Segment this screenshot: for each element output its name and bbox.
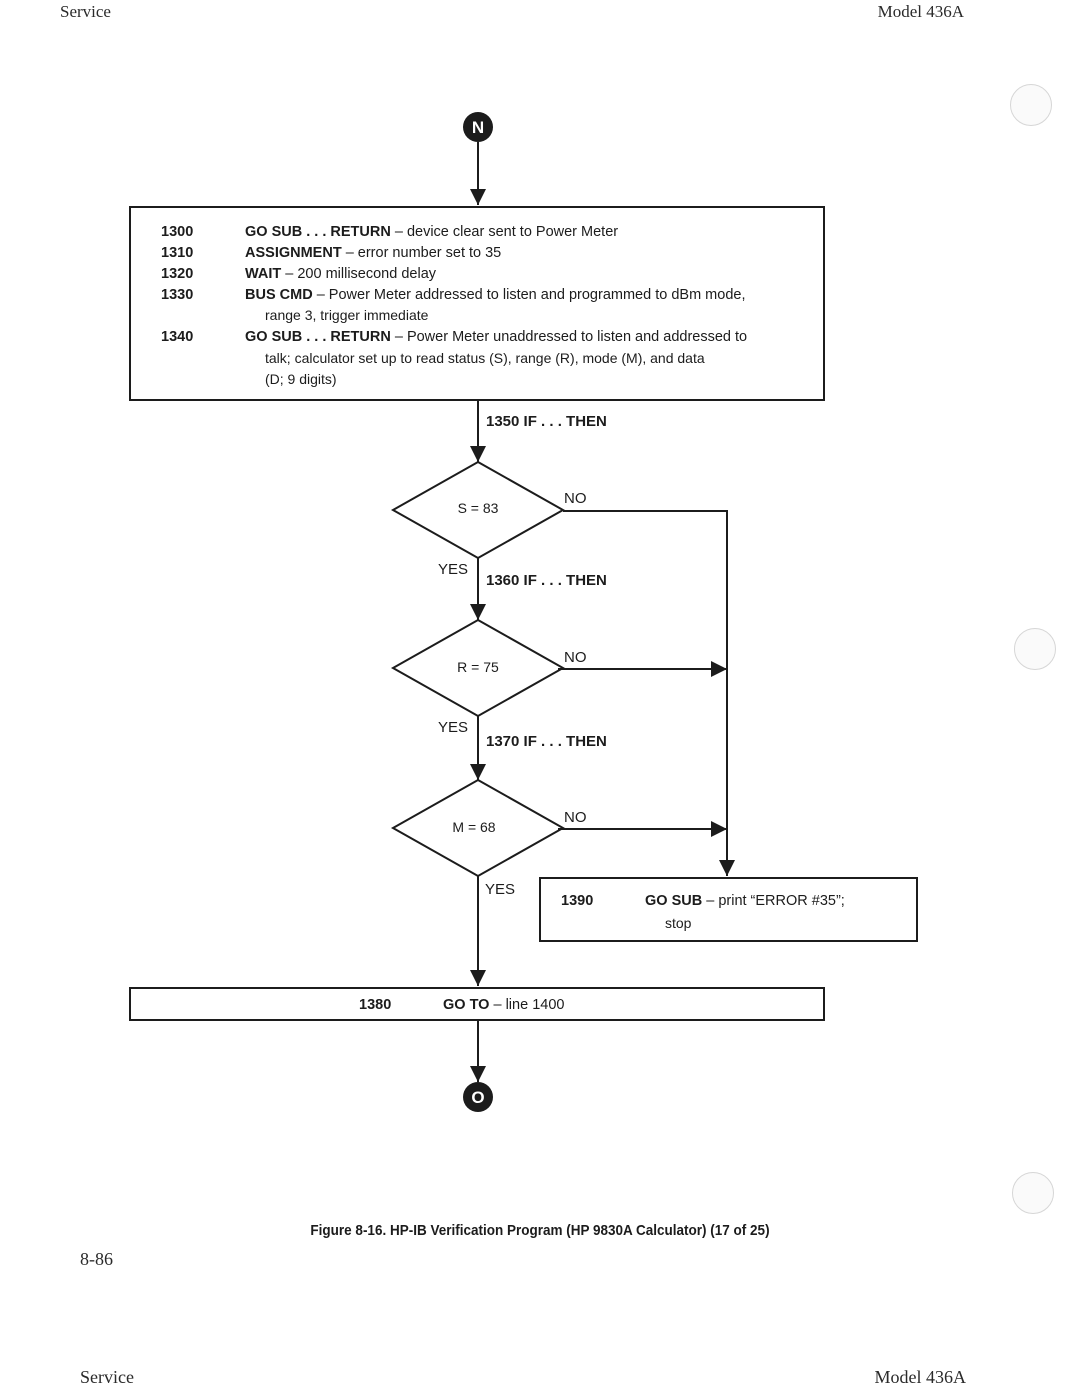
punch-hole <box>1010 84 1052 126</box>
main-process-box: 1300 GO SUB . . . RETURN – device clear … <box>129 206 825 401</box>
keyword: ASSIGNMENT <box>245 245 342 261</box>
keyword: GO SUB . . . RETURN <box>245 224 391 240</box>
keyword: GO SUB . . . RETURN <box>245 329 391 345</box>
line-number: 1320 <box>161 266 194 282</box>
step-1350-label: 1350 IF . . . THEN <box>486 413 607 430</box>
decision-3-label: M = 68 <box>452 819 496 835</box>
description: – 200 millisecond delay <box>281 266 437 282</box>
error-line-body: GO SUB – print “ERROR #35”; <box>645 891 845 911</box>
line-number: 1330 <box>161 287 194 303</box>
description: – error number set to 35 <box>341 245 502 261</box>
no-label-3: NO <box>564 809 587 826</box>
page-number: 8-86 <box>80 1249 113 1269</box>
keyword: GO TO <box>443 997 490 1013</box>
punch-hole <box>1014 628 1056 670</box>
line-1310-body: ASSIGNMENT – error number set to 35 <box>245 243 501 263</box>
decision-1-label: S = 83 <box>457 500 499 516</box>
footer-right: Model 436A <box>874 1367 967 1387</box>
description: – line 1400 <box>489 997 565 1013</box>
line-1300: 1300 <box>161 222 193 242</box>
description: – device clear sent to Power Meter <box>390 224 619 240</box>
goto-line-body: GO TO – line 1400 <box>443 995 564 1015</box>
yes-label-3: YES <box>485 881 516 898</box>
error-line-number: 1390 <box>561 891 593 911</box>
connector-n-label: N <box>472 118 484 137</box>
keyword: BUS CMD <box>245 287 313 303</box>
description: – Power Meter unaddressed to listen and … <box>390 329 748 345</box>
no-label-2: NO <box>564 649 587 666</box>
line-number: 1310 <box>161 245 194 261</box>
no-branch-d1 <box>563 510 735 876</box>
punch-hole <box>1012 1172 1054 1214</box>
line-1300-body: GO SUB . . . RETURN – device clear sent … <box>245 222 618 242</box>
yes-label-2: YES <box>438 719 469 736</box>
connector-o-label: O <box>471 1088 484 1107</box>
connector-o-circle <box>463 1082 493 1112</box>
line-1320-body: WAIT – 200 millisecond delay <box>245 264 436 284</box>
line-1340-cont-2: (D; 9 digits) <box>265 371 337 387</box>
decision-2-label: R = 75 <box>457 659 499 675</box>
line-1330-body: BUS CMD – Power Meter addressed to liste… <box>245 285 745 305</box>
line-1340-body: GO SUB . . . RETURN – Power Meter unaddr… <box>245 327 747 347</box>
line-number: 1300 <box>161 224 194 240</box>
keyword: GO SUB <box>645 893 703 909</box>
step-1360-label: 1360 IF . . . THEN <box>486 572 607 589</box>
error-line-cont: stop <box>665 915 692 931</box>
no-label-1: NO <box>564 490 587 507</box>
step-1370-label: 1370 IF . . . THEN <box>486 733 607 750</box>
header-left: Service <box>60 2 111 21</box>
yes-label-1: YES <box>438 561 469 578</box>
figure-caption: Figure 8-16. HP-IB Verification Program … <box>310 1222 770 1239</box>
footer-left: Service <box>80 1367 134 1387</box>
error-box: 1390 GO SUB – print “ERROR #35”; stop <box>539 877 918 942</box>
line-1340: 1340 <box>161 327 193 347</box>
line-number: 1380 <box>359 997 392 1013</box>
goto-line-number: 1380 <box>359 995 391 1015</box>
line-1340-cont-1: talk; calculator set up to read status (… <box>265 350 705 366</box>
header-right: Model 436A <box>877 2 964 21</box>
line-1330: 1330 <box>161 285 193 305</box>
line-1330-cont: range 3, trigger immediate <box>265 307 429 323</box>
keyword: WAIT <box>245 266 282 282</box>
line-number: 1340 <box>161 329 194 345</box>
line-1310: 1310 <box>161 243 193 263</box>
description: – Power Meter addressed to listen and pr… <box>312 287 746 303</box>
description: – print “ERROR #35”; <box>702 893 845 909</box>
line-1320: 1320 <box>161 264 193 284</box>
connector-n-circle <box>463 112 493 142</box>
goto-box: 1380 GO TO – line 1400 <box>129 987 825 1021</box>
line-number: 1390 <box>561 893 594 909</box>
